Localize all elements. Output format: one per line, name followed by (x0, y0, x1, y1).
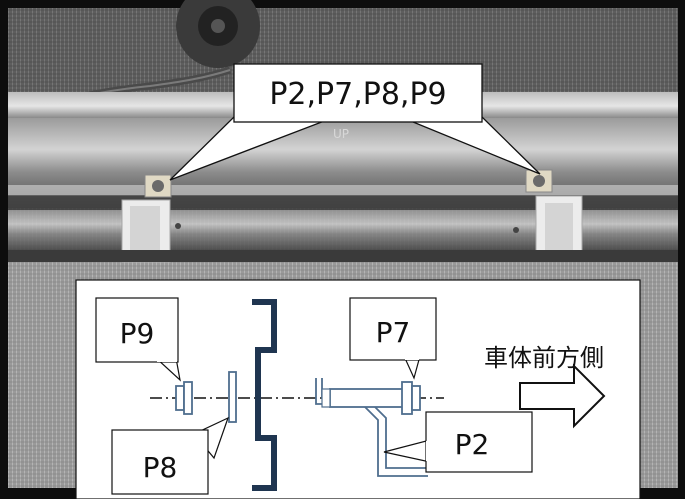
callout-p8: P8 (111, 416, 230, 495)
callout-p7-label: P7 (376, 316, 411, 349)
callout-p9: P9 (95, 297, 181, 382)
callout-p2: P2 (383, 411, 533, 473)
callout-top-label: P2,P7,P8,P9 (269, 77, 446, 112)
direction-label: 車体前方側 (484, 344, 604, 372)
callout-p7: P7 (349, 297, 437, 380)
part-p2-bracket (315, 378, 428, 477)
forward-arrow-icon (519, 363, 606, 429)
callout-p2-label: P2 (455, 428, 490, 461)
diagram-panel: P9 P8 P7 P2 車体前方側 (75, 279, 641, 499)
callout-p9-label: P9 (120, 317, 155, 350)
part-p8-washer (228, 371, 237, 423)
callout-top: P2,P7,P8,P9 (169, 63, 541, 181)
bracket-right (535, 195, 583, 259)
callout-p8-label: P8 (143, 451, 178, 484)
photo-up-mark: UP (333, 127, 349, 141)
body-panel (252, 299, 277, 491)
part-p9-bolt (175, 381, 193, 415)
part-p7-nut (401, 381, 421, 415)
